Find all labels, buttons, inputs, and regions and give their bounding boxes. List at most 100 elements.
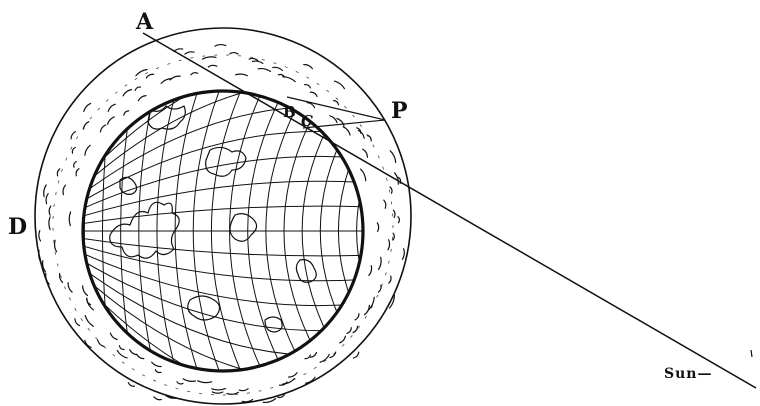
parallel-line [83,205,363,226]
atmosphere-dash [109,332,118,341]
sun-tick-mark [750,349,753,358]
parallel-line [83,91,363,190]
atmosphere-dash [135,68,148,77]
atmosphere-dash [278,381,288,386]
atmosphere-dash [238,388,249,392]
atmosphere-dash [383,199,387,209]
atmosphere-dash [235,73,248,77]
atmosphere-dash [153,396,162,401]
atmosphere-dash [306,102,316,109]
atmosphere-dash [352,325,359,334]
atmosphere-texture [38,43,405,404]
label-a: A [135,9,154,35]
atmosphere-dash [68,211,72,227]
atmosphere-dash [257,67,271,72]
atmosphere-dash [97,339,105,348]
atmosphere-dash [387,239,391,251]
atmosphere-dash [84,339,92,349]
parallel-line [83,180,363,220]
atmosphere-dash [74,318,81,327]
label-sun: Sun— [664,366,712,382]
atmosphere-dash [368,296,375,311]
parallel-line [83,155,363,214]
atmosphere-dash [190,72,199,76]
atmosphere-dash [229,51,239,55]
atmosphere-dash [182,378,196,382]
atmosphere-dash [304,376,316,384]
atmosphere-dash [73,160,77,168]
atmosphere-dash [272,66,284,72]
atmosphere-dash [304,354,311,360]
atmosphere-dash [362,148,369,158]
atmosphere-dash [226,391,239,395]
atmosphere-dash [352,351,360,359]
atmosphere-dash [394,172,399,185]
atmosphere-dash [45,193,49,205]
atmosphere-dash [333,100,340,106]
atmosphere-dash [336,117,345,127]
atmosphere-dash [75,168,80,177]
atmosphere-dash [357,129,365,139]
atmosphere-dash [378,256,382,270]
parallel-line [83,236,363,257]
atmosphere-dash [118,345,125,351]
atmosphere-dash [392,209,396,218]
atmosphere-dash [392,232,395,241]
atmosphere-dash [201,56,217,60]
atmosphere-dash [329,115,338,124]
parallel-line [83,266,363,371]
atmosphere-dash [145,73,155,79]
atmosphere-dash [169,75,181,81]
label-d: D [8,214,27,240]
atmosphere-dash [401,248,405,260]
atmosphere-dash [122,89,133,97]
atmosphere-dash [360,168,367,182]
atmosphere-dash [53,239,58,253]
parallel-line [83,248,363,307]
atmosphere-dash [83,102,92,112]
atmosphere-dash [62,184,66,196]
atmosphere-dash [99,124,107,133]
atmosphere-dash [71,146,76,154]
atmosphere-dash [319,353,330,363]
atmosphere-dash [151,361,162,368]
atmosphere-dash [251,60,264,64]
atmosphere-dash [70,131,76,140]
atmosphere-dash [129,349,138,356]
atmosphere-dash [67,282,73,293]
atmosphere-dash [176,381,184,385]
atmosphere-dash [82,285,88,297]
atmosphere-dash [127,382,136,387]
atmosphere-inner-ring [52,54,394,396]
sun-ray-line [142,32,757,389]
atmosphere-dash [277,394,285,399]
atmosphere-dash [86,297,92,306]
atmosphere-dash [107,103,116,112]
ray-pc [302,119,386,129]
atmosphere-dash [262,398,277,404]
atmosphere-dash [282,377,296,385]
atmosphere-dash [282,76,296,83]
atmosphere-dash [309,351,318,358]
atmosphere-dash [84,315,94,327]
atmosphere-dash [389,150,397,164]
atmosphere-dash [45,272,50,285]
atmosphere-dash [211,391,224,394]
atmosphere-dash [303,63,313,70]
atmosphere-dash [134,86,142,91]
atmosphere-dash [82,121,90,130]
atmosphere-dash [339,335,346,344]
atmosphere-dash [241,398,254,403]
atmosphere-dash [56,168,61,177]
atmosphere-dash [41,260,47,273]
atmosphere-dash [364,304,370,316]
label-c: C [301,112,313,130]
atmosphere-dash [184,51,195,55]
atmosphere-dash [137,95,147,102]
atmosphere-dash [366,134,372,142]
atmosphere-dash [309,91,318,97]
atmosphere-dash [48,205,52,216]
atmosphere-dash [376,222,380,232]
atmosphere-dash [84,144,91,156]
atmosphere-dash [329,351,337,359]
